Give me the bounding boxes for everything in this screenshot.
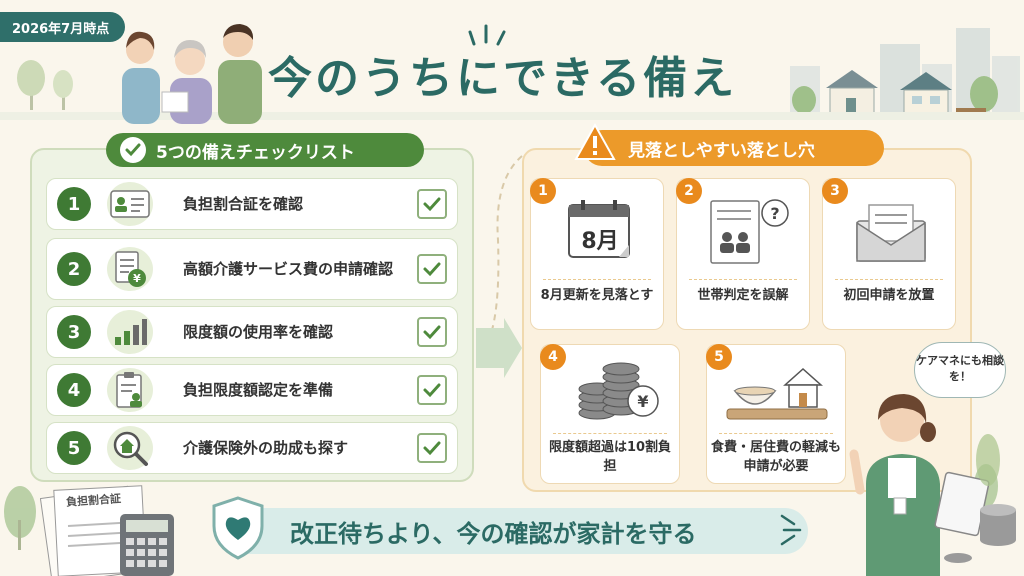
- pitfall-label: 初回申請を放置: [843, 288, 935, 303]
- meal-house-icon: [726, 367, 828, 420]
- card-divider: [689, 279, 797, 280]
- id-card-icon: [107, 182, 153, 226]
- checkbox[interactable]: [417, 317, 447, 347]
- speech-bubble: ケアマネにも相談を！: [914, 342, 1006, 398]
- card-divider: [543, 279, 651, 280]
- item-label: 負担限度額認定を準備: [183, 380, 334, 399]
- arrow-right-icon: [476, 318, 522, 378]
- checkbox[interactable]: [417, 254, 447, 284]
- item-number: 5: [57, 431, 91, 465]
- checklist-header: 5つの備えチェックリスト: [106, 133, 424, 167]
- calendar-month: 8月: [581, 229, 619, 254]
- sparkle-icon: [468, 24, 506, 46]
- pitfall-card: 3 初回申請を放置: [822, 178, 956, 330]
- coins-yen-icon: ¥: [578, 362, 659, 420]
- household-question-icon: ?: [710, 199, 789, 264]
- shield-heart-icon: [212, 496, 264, 560]
- checklist-item: 1 負担割合証を確認: [46, 178, 458, 230]
- pitfall-number: 5: [706, 344, 732, 370]
- pitfall-label: 限度額超過は10割負担: [548, 440, 672, 474]
- svg-text:¥: ¥: [133, 272, 141, 285]
- tree-icon: [17, 60, 73, 110]
- card-divider: [719, 433, 833, 434]
- clipboard-person-icon: [107, 368, 153, 412]
- card-divider: [553, 433, 667, 434]
- checkbox[interactable]: [417, 189, 447, 219]
- check-icon: [423, 441, 441, 456]
- page-title: 今のうちにできる備え: [268, 53, 738, 104]
- house-magnifier-icon: [107, 426, 153, 470]
- bottom-banner: 改正待ちより、今の確認が家計を守る: [226, 508, 808, 554]
- pitfall-number: 1: [530, 178, 556, 204]
- checkbox[interactable]: [417, 375, 447, 405]
- pitfall-card: 5 食費・居住費の軽減も申請が必要: [706, 344, 846, 484]
- pitfall-label: 8月更新を見落とす: [540, 288, 654, 303]
- item-label: 介護保険外の助成も探す: [183, 438, 349, 457]
- houses-icon: [792, 70, 998, 117]
- check-icon: [423, 325, 441, 340]
- item-number: 3: [57, 315, 91, 349]
- bar-chart-icon: [107, 310, 153, 354]
- checklist-item: 3 限度額の使用率を確認: [46, 306, 458, 358]
- item-number: 4: [57, 373, 91, 407]
- envelope-icon: [856, 204, 926, 262]
- calculator-icon: [120, 514, 174, 576]
- arrow-connector: [476, 155, 523, 378]
- family-illustration: [122, 24, 262, 124]
- care-manager-illustration: [849, 394, 1016, 576]
- pitfall-label: 食費・居住費の軽減も申請が必要: [711, 440, 842, 474]
- item-label: 高額介護サービス費の申請確認: [183, 259, 394, 278]
- pitfall-card: 4 ¥ 限度額超過は10割負担: [540, 344, 680, 484]
- checklist-header-label: 5つの備えチェックリスト: [156, 142, 355, 163]
- svg-text:¥: ¥: [637, 392, 648, 411]
- pitfall-number: 3: [822, 178, 848, 204]
- item-number: 1: [57, 187, 91, 221]
- calendar-icon: [568, 200, 630, 258]
- checklist-item: 2 ¥ 高額介護サービス費の申請確認: [46, 238, 458, 300]
- item-label: 限度額の使用率を確認: [183, 322, 334, 341]
- item-number: 2: [57, 252, 91, 286]
- pitfall-card: 1 8月 8月更新を見落とす: [530, 178, 664, 330]
- checklist-item: 5 介護保険外の助成も探す: [46, 422, 458, 474]
- pitfalls-header: 見落としやすい落とし穴: [584, 130, 884, 166]
- svg-text:?: ?: [770, 204, 779, 223]
- check-icon: [423, 197, 441, 212]
- date-tag: 2026年7月時点: [0, 12, 126, 42]
- card-divider: [835, 279, 943, 280]
- item-label: 負担割合証を確認: [183, 194, 304, 213]
- checklist-item: 4 負担限度額認定を準備: [46, 364, 458, 416]
- check-icon: [423, 383, 441, 398]
- pitfall-card: 2 ? 世帯判定を誤解: [676, 178, 810, 330]
- check-icon: [120, 137, 146, 163]
- warning-icon: [574, 122, 616, 160]
- pitfall-label: 世帯判定を誤解: [697, 288, 789, 303]
- check-icon: [423, 262, 441, 277]
- checkbox[interactable]: [417, 433, 447, 463]
- pitfall-number: 4: [540, 344, 566, 370]
- yen-document-icon: ¥: [107, 247, 153, 291]
- pitfall-number: 2: [676, 178, 702, 204]
- sparkle-icon: [780, 514, 802, 546]
